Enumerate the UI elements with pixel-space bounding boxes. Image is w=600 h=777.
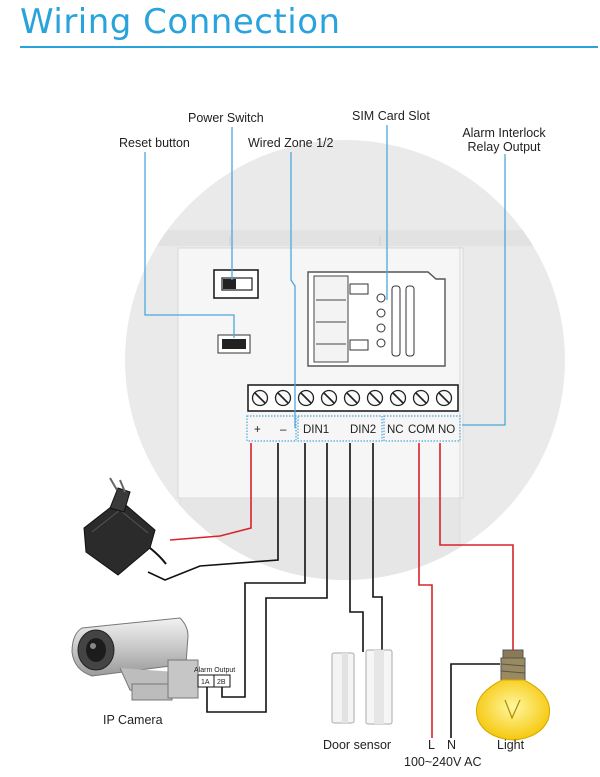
screw-terminal-icon <box>435 389 453 407</box>
title-underline <box>20 46 598 48</box>
terminal-din2-label: DIN2 <box>350 424 376 436</box>
wire-light-hot <box>439 443 514 652</box>
terminal-plus-label: + <box>254 424 261 436</box>
camera-1a-label: 1A <box>201 679 210 686</box>
wire-door-2 <box>372 443 383 650</box>
wired-zone-callout: Wired Zone 1/2 <box>248 136 334 150</box>
door-sensor-icon <box>331 649 393 725</box>
terminal-labels: + – DIN1 DIN2 NC COM NO <box>246 415 461 442</box>
terminal-din1-label: DIN1 <box>303 424 329 436</box>
page-title: Wiring Connection <box>20 2 341 42</box>
screw-terminal-icon <box>389 389 407 407</box>
terminal-com-label: COM <box>408 424 435 436</box>
sim-slot-icon <box>307 271 446 367</box>
wired-zone-leader <box>290 152 296 428</box>
relay-callout-line1: Alarm Interlock <box>462 126 546 140</box>
screw-terminal-icon <box>412 389 430 407</box>
voltage-label: 100~240V AC <box>404 755 482 769</box>
camera-2b-label: 2B <box>217 679 226 686</box>
wire-camera-2b <box>221 443 306 698</box>
wire-power-positive <box>169 443 252 541</box>
power-adapter-icon <box>83 477 167 576</box>
ip-camera-icon <box>71 617 199 701</box>
wire-power-negative <box>147 443 279 581</box>
sim-slot-callout: SIM Card Slot <box>352 109 430 123</box>
light-bulb-icon <box>476 649 550 741</box>
terminal-screws <box>251 389 453 407</box>
power-switch <box>213 269 259 299</box>
power-switch-callout: Power Switch <box>188 111 264 125</box>
wire-camera-1a <box>206 443 328 713</box>
wire-line-l <box>418 443 433 738</box>
terminal-minus-label: – <box>280 424 287 436</box>
relay-leader <box>462 154 506 426</box>
reset-button <box>217 334 251 354</box>
screw-terminal-icon <box>251 389 269 407</box>
camera-terminal: Alarm Output 1A 2B <box>194 667 235 688</box>
line-l-label: L <box>428 738 435 752</box>
terminal-no-label: NO <box>438 424 455 436</box>
camera-alarm-output-label: Alarm Output <box>194 667 235 674</box>
screw-terminal-icon <box>320 389 338 407</box>
relay-callout-line2: Relay Output <box>468 140 541 154</box>
wires <box>147 443 514 738</box>
wire-line-n <box>450 663 500 738</box>
reset-button-callout: Reset button <box>119 136 190 150</box>
screw-terminal-icon <box>297 389 315 407</box>
line-n-label: N <box>447 738 456 752</box>
reset-button-leader <box>144 152 235 338</box>
door-sensor-label: Door sensor <box>323 738 391 752</box>
callout-leaders <box>144 125 506 428</box>
wire-door-1 <box>349 443 364 652</box>
ip-camera-label: IP Camera <box>103 713 163 727</box>
terminal-nc-label: NC <box>387 424 404 436</box>
light-label: Light <box>497 738 525 752</box>
screw-terminal-icon <box>343 389 361 407</box>
screw-terminal-icon <box>274 389 292 407</box>
screw-terminal-icon <box>366 389 384 407</box>
